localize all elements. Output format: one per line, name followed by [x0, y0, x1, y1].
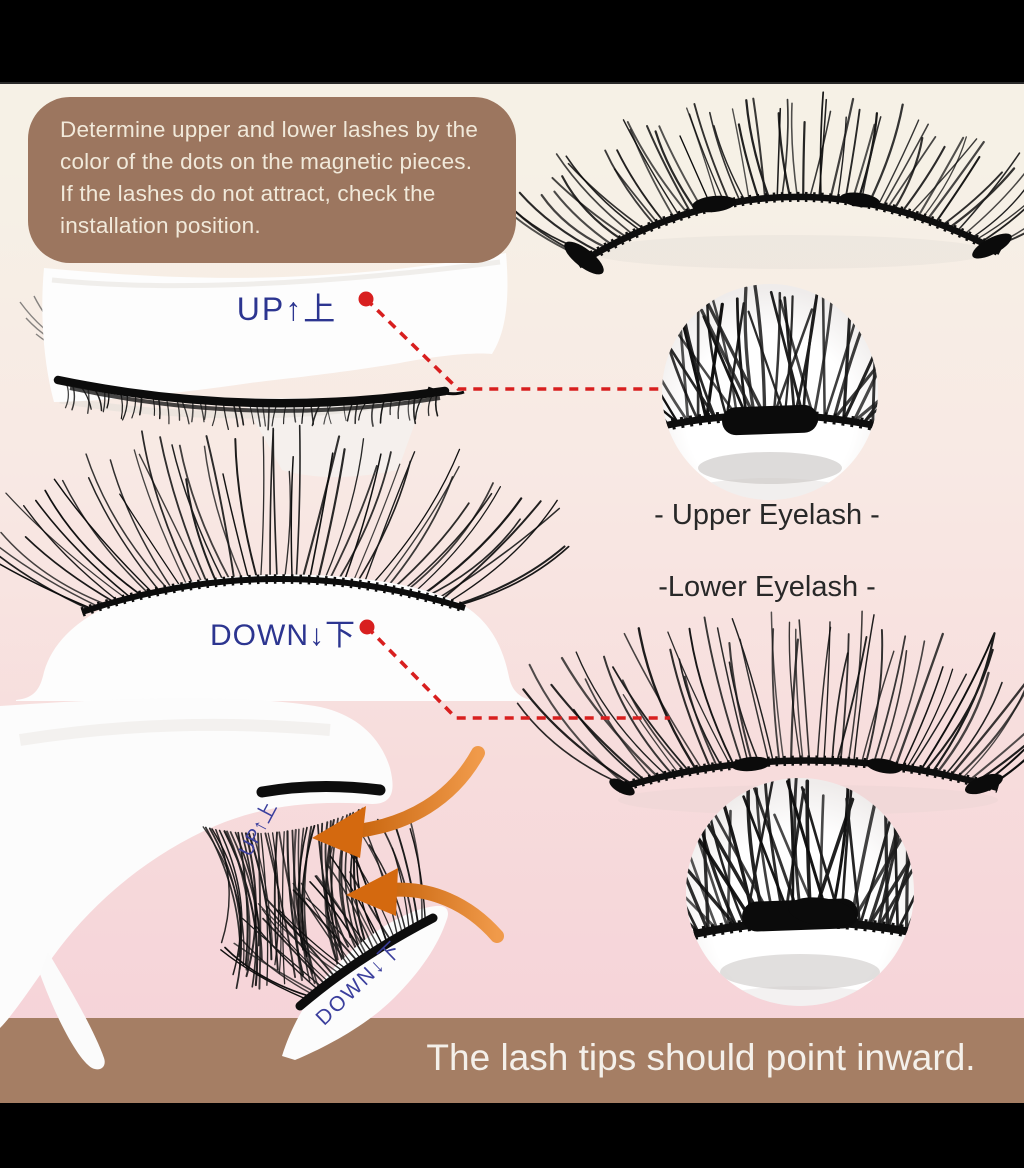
lower-eyelash-photo [516, 610, 1024, 815]
lower-eyelash-caption: -Lower Eyelash - [658, 571, 876, 603]
lower-lash-zoom-circle [686, 778, 914, 1006]
upper-lash-zoom-circle [662, 284, 878, 500]
attach-direction-arrows [312, 746, 504, 943]
upper-arrow-icon [312, 746, 485, 858]
down-applicator-photo [0, 424, 570, 701]
applicator-tool-photo [0, 698, 448, 1070]
down-applicator-label: DOWN↓下 [210, 619, 356, 652]
lower-connector-line [359, 619, 670, 720]
upper-connector-line [358, 291, 662, 391]
note-bubble: Determine upper and lower lashes by the … [28, 97, 516, 263]
tool-down-small-label: DOWN↓下 [311, 936, 407, 1030]
upper-eyelash-caption: - Upper Eyelash - [654, 499, 880, 531]
note-text: Determine upper and lower lashes by the … [60, 117, 479, 238]
tool-up-small-label: UP↑上 [235, 798, 282, 860]
bottom-letterbox [0, 1103, 1024, 1168]
up-applicator-label: UP↑上 [236, 291, 338, 327]
top-letterbox [0, 0, 1024, 84]
footer-note: The lash tips should point inward. [426, 1037, 976, 1078]
footer-bar [0, 1018, 1024, 1103]
upper-eyelash-photo [499, 91, 1024, 275]
